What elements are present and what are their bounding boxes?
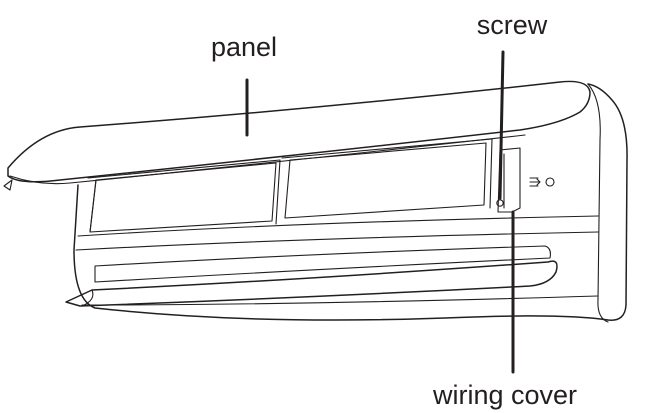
filter-right bbox=[284, 142, 487, 219]
panel-label: panel bbox=[211, 32, 277, 62]
screw-label: screw bbox=[477, 10, 548, 40]
wiring-cover-label: wiring cover bbox=[432, 380, 577, 410]
arrow-indicator-icon bbox=[529, 177, 541, 187]
air-outlet bbox=[65, 245, 558, 307]
filter-frame bbox=[87, 138, 493, 225]
screw-icon bbox=[496, 199, 504, 207]
wiring-cover bbox=[497, 147, 521, 213]
circle-sensor-icon bbox=[545, 177, 555, 187]
unit-body bbox=[73, 83, 628, 323]
filter-left bbox=[89, 162, 277, 233]
screw-leader-line bbox=[498, 50, 505, 200]
